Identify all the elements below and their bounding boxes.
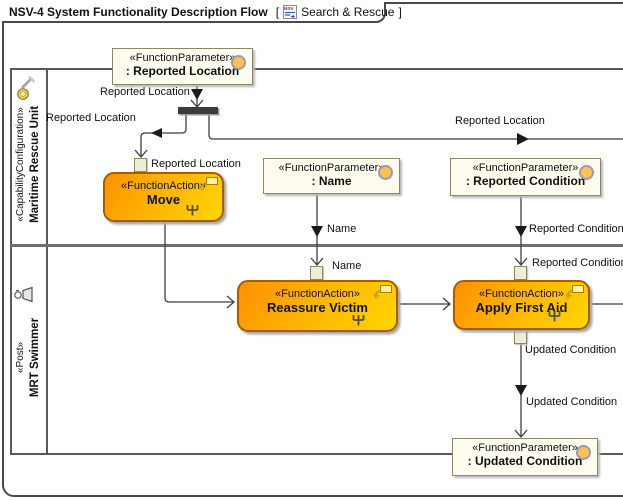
- edge-label-reported-location[interactable]: Reported Location: [46, 112, 136, 124]
- diagram-title-bar: NSV-4 System Functionality Description F…: [2, 2, 402, 23]
- edge-label-reported-location[interactable]: Reported Location: [455, 115, 545, 127]
- parameter-name: : Reported Condition: [465, 174, 586, 188]
- rake-icon: [548, 311, 561, 322]
- action-stereotype: «FunctionAction»: [121, 180, 206, 192]
- parameter-name: : Updated Condition: [467, 454, 583, 468]
- fork-node[interactable]: [178, 107, 218, 114]
- pin-label-reported-location[interactable]: Reported Location: [151, 158, 241, 170]
- pin-move-reported-location[interactable]: [134, 158, 147, 172]
- edge-label-reported-condition[interactable]: Reported Condition: [529, 223, 623, 235]
- rake-icon: [352, 315, 365, 326]
- link-arrow-icon: [566, 290, 574, 299]
- parameter-stereotype: «FunctionParameter»: [129, 52, 236, 64]
- parameter-circle-icon: [579, 165, 594, 180]
- pin-label-name[interactable]: Name: [332, 260, 362, 272]
- capability-configuration-icon: [17, 75, 36, 100]
- window-decoration-icon: [206, 177, 218, 185]
- post-icon: [14, 286, 33, 303]
- window-decoration-icon: [380, 285, 392, 293]
- window-decoration-icon: [572, 285, 584, 293]
- parameter-circle-icon: [231, 55, 246, 70]
- pin-label-reported-condition[interactable]: Reported Condition: [532, 257, 623, 269]
- lane-stereotype: «Post»: [15, 341, 27, 373]
- behavior-decoration: [566, 285, 584, 299]
- link-arrow-icon: [200, 182, 208, 191]
- action-move[interactable]: «FunctionAction» Move: [103, 172, 224, 222]
- parameter-name-label: : Name: [311, 174, 352, 188]
- link-arrow-icon: [374, 290, 382, 299]
- swimlane-container: [10, 68, 623, 455]
- swimlane-header-divider: [46, 68, 48, 455]
- lane-maritime-rescue-unit[interactable]: «CapabilityConfiguration» Maritime Rescu…: [11, 84, 46, 244]
- action-reassure-victim[interactable]: «FunctionAction» Reassure Victim: [237, 280, 398, 332]
- behavior-decoration: [374, 285, 392, 299]
- edge-label-reported-location[interactable]: Reported Location: [100, 86, 190, 98]
- action-name: Apply First Aid: [475, 300, 568, 315]
- pin-label-updated-condition[interactable]: Updated Condition: [525, 344, 617, 356]
- pin-apply-updated-condition[interactable]: [514, 330, 527, 344]
- lane-stereotype: «CapabilityConfiguration»: [15, 106, 27, 222]
- pin-reassure-name[interactable]: [310, 266, 323, 280]
- parameter-circle-icon: [576, 445, 591, 460]
- rake-icon: [186, 205, 199, 216]
- parameter-name[interactable]: «FunctionParameter» : Name: [263, 158, 400, 194]
- action-stereotype: «FunctionAction»: [479, 288, 564, 300]
- parameter-reported-location[interactable]: «FunctionParameter» : Reported Location: [112, 48, 253, 85]
- parameter-circle-icon: [378, 165, 393, 180]
- parameter-reported-condition[interactable]: «FunctionParameter» : Reported Condition: [450, 158, 601, 196]
- edge-label-updated-condition[interactable]: Updated Condition: [526, 396, 618, 408]
- pin-apply-reported-condition[interactable]: [514, 266, 527, 280]
- parameter-name: : Reported Location: [125, 64, 240, 78]
- edge-label-name[interactable]: Name: [327, 223, 357, 235]
- parameter-stereotype: «FunctionParameter»: [278, 162, 385, 174]
- parameter-updated-condition[interactable]: «FunctionParameter» : Updated Condition: [452, 438, 598, 476]
- nsv-diagram-icon: NSV: [283, 4, 298, 19]
- diagram-title: NSV-4 System Functionality Description F…: [9, 4, 268, 19]
- action-name: Reassure Victim: [267, 300, 368, 315]
- parameter-stereotype: «FunctionParameter»: [472, 442, 578, 454]
- swimlane-separator: [10, 244, 623, 247]
- bracket-open: [: [275, 4, 280, 19]
- lane-name: Maritime Rescue Unit: [28, 105, 41, 223]
- action-apply-first-aid[interactable]: «FunctionAction» Apply First Aid: [453, 280, 590, 330]
- lane-name: MRT Swimmer: [28, 317, 41, 397]
- behavior-decoration: [200, 177, 218, 191]
- diagram-context-name: Search & Rescue: [301, 4, 395, 19]
- bracket-close: ]: [398, 4, 402, 19]
- parameter-stereotype: «FunctionParameter»: [472, 162, 579, 174]
- svg-text:NSV: NSV: [284, 6, 294, 11]
- action-name: Move: [146, 192, 181, 207]
- action-stereotype: «FunctionAction»: [275, 288, 360, 300]
